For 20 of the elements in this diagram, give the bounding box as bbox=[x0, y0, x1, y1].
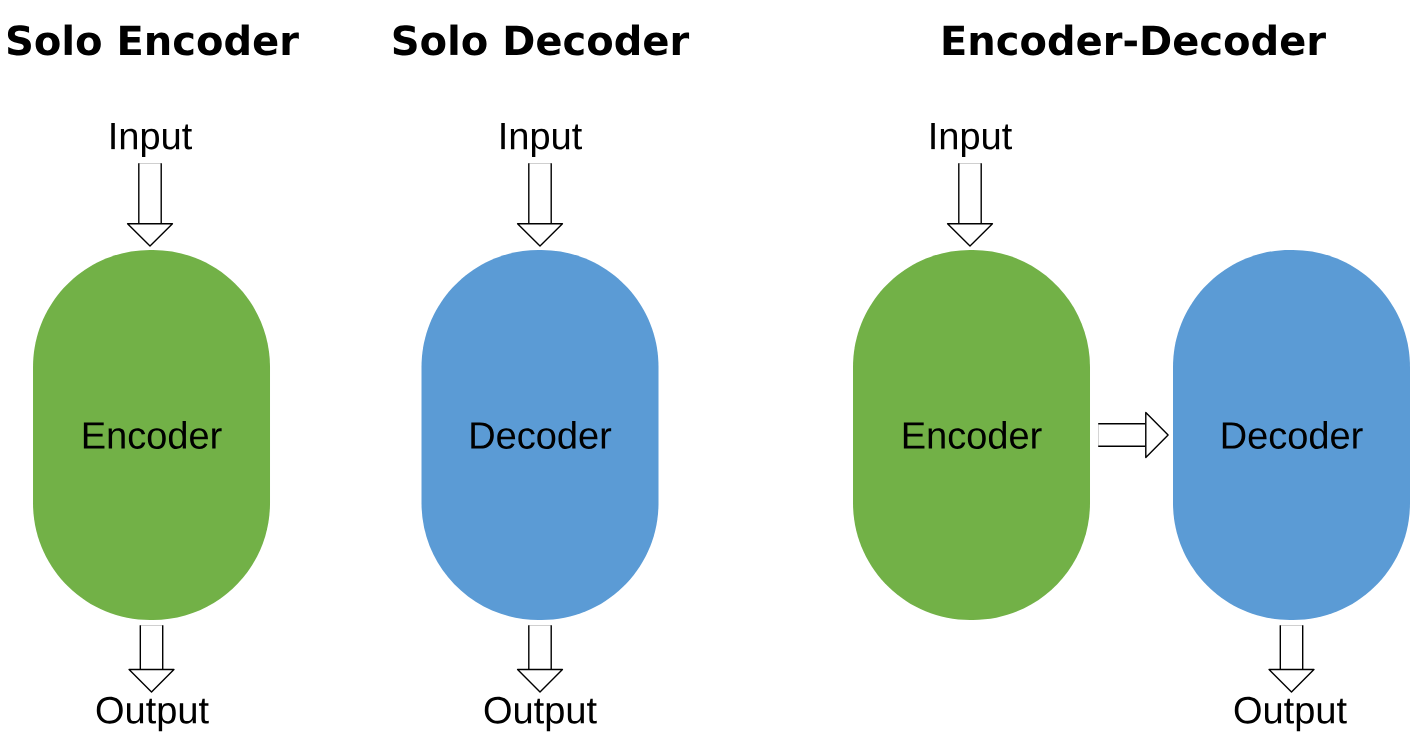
block-arrow bbox=[1268, 625, 1315, 693]
text-label: Input bbox=[111, 123, 192, 157]
text-label: Output bbox=[1234, 696, 1347, 732]
block-arrow bbox=[126, 163, 174, 247]
text-label: Output bbox=[484, 696, 597, 732]
block-arrow bbox=[1098, 411, 1169, 459]
rounded-block: Encoder bbox=[33, 250, 270, 620]
block-arrow bbox=[516, 625, 564, 693]
text-label: Output bbox=[96, 696, 209, 732]
block-arrow bbox=[128, 625, 175, 693]
text-label: Input bbox=[931, 123, 1012, 157]
rounded-block: Decoder bbox=[421, 250, 659, 620]
rounded-block: Encoder bbox=[853, 250, 1090, 620]
panel-title: Solo Encoder bbox=[7, 24, 299, 56]
block-arrow bbox=[946, 163, 994, 247]
panel-title: Solo Decoder bbox=[393, 24, 690, 56]
panel-title: Encoder-Decoder bbox=[943, 24, 1326, 56]
rounded-block: Decoder bbox=[1173, 250, 1410, 620]
block-arrow bbox=[516, 163, 564, 247]
text-label: Input bbox=[501, 123, 582, 157]
